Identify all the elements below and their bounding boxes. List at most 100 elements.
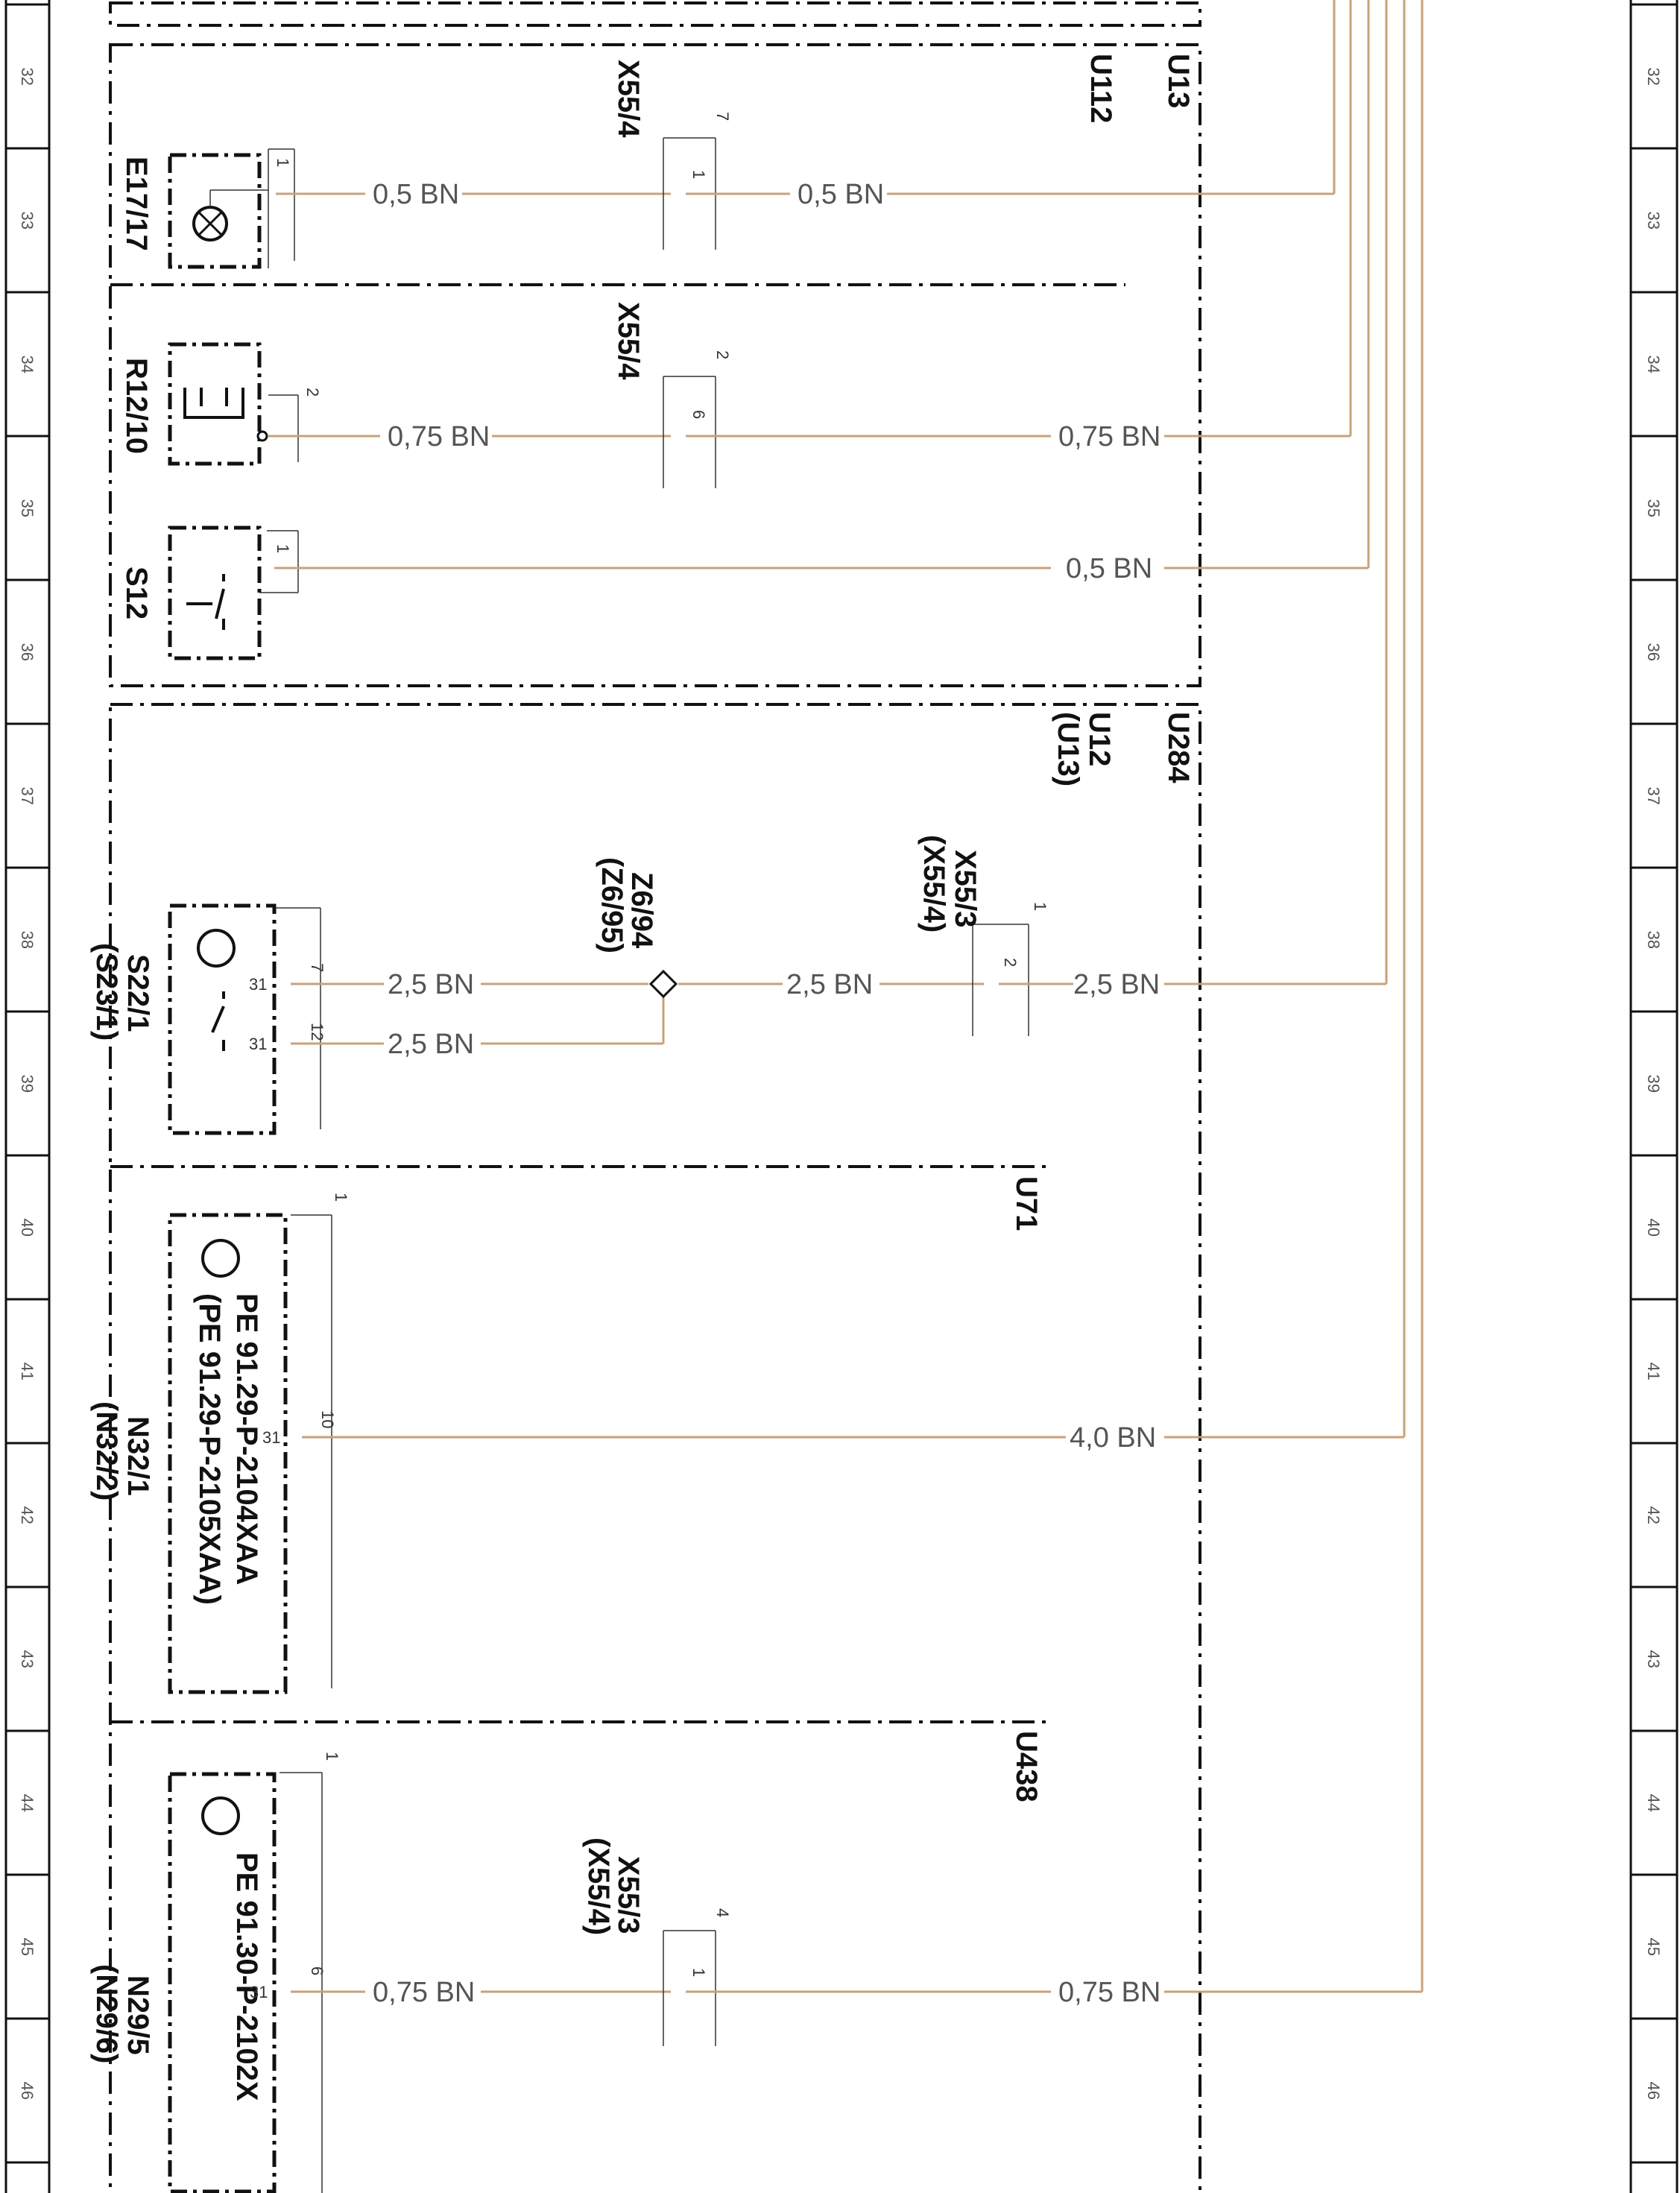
transistor-icon [201,1796,240,1835]
connector-label: (Z6/95) [596,857,628,953]
pin-label: 7 [713,112,732,121]
connector-label: (X55/4) [918,835,950,933]
pin-label: 1 [274,544,292,553]
pin-label: 12 [308,1023,326,1041]
grid-row-label: 35 [1644,499,1663,517]
grid-row-label: 46 [18,2082,37,2100]
component-label-e17: E17/17 [120,157,153,251]
grid-row-label: 32 [1644,68,1663,86]
connector-label: X55/3 [612,1856,645,1934]
group-label-u284: U284 [1162,712,1195,783]
component-label-s22: S22/1 [121,954,154,1032]
grid-row-label: 39 [1644,1075,1663,1093]
grid-row-label: 42 [18,1506,37,1524]
connector-label: X55/3 [949,850,982,928]
grid-row-label: 33 [1644,212,1663,230]
pin-label: 31 [249,975,267,994]
component-label-n29: N29/5 [121,1975,154,2055]
component-label-r12: R12/10 [120,358,153,454]
grid-row-label: 43 [1644,1650,1663,1668]
group-label-u12-alt: (U13) [1052,712,1084,786]
grid-row-label: 35 [18,499,37,517]
connector-label: (X55/4) [582,1837,615,1935]
group-label-u12: U12 [1083,712,1116,766]
pin-label: 1 [1031,902,1049,911]
wire-label: 0,75 BN [1058,1977,1160,2008]
pin-label: 7 [308,963,326,972]
grid-row-label: 37 [18,787,37,805]
component-label-s22-alt: (S23/1) [90,943,123,1041]
heater-icon [183,388,244,419]
row-n32: 4,0 BN N32/1 (N32/2) PE 91.29-P-2104XAA … [90,1193,1404,1694]
row-e17: 0,5 BN 0,5 BN E17/17 X55/4 1 7 1 [120,60,1334,269]
switch-icon [211,991,225,1051]
pin-label: 1 [332,1193,350,1202]
switch-icon [186,574,225,630]
group-label-u112: U112 [1084,54,1117,123]
grid-row-label: 41 [1644,1363,1663,1381]
pin-label: 1 [274,158,292,167]
pin-label: 31 [262,1428,280,1447]
group-label-u438: U438 [1010,1731,1043,1802]
grid-row-label: 34 [18,356,37,373]
row-s12: 0,5 BN S12 1 [120,526,1368,660]
component-label-n32-alt: (N32/2) [90,1401,123,1501]
pin-label: 31 [249,1035,267,1053]
wire-label: 2,5 BN [388,1029,474,1060]
grid-row-label: 34 [1644,356,1663,373]
reference-text: (PE 91.29-P-2105XAA) [193,1293,226,1605]
pin-label: 6 [308,1966,326,1975]
wire-label: 0,5 BN [373,179,459,210]
pin-label: 1 [689,1968,708,1977]
wire-label: 2,5 BN [786,969,873,1000]
transistor-icon [197,929,236,968]
reference-text: PE 91.30-P-2102X [230,1852,263,2101]
component-label-n32: N32/1 [121,1416,154,1496]
wire-label: 0,75 BN [373,1977,475,2008]
wire-label: 0,75 BN [388,421,490,452]
grid-row-label: 41 [18,1363,37,1381]
transistor-icon [201,1239,240,1278]
grid-row-label: 40 [1644,1219,1663,1237]
top-group-frame [109,1,1201,27]
group-label-u13: U13 [1162,54,1195,108]
n29-box [168,1772,277,2193]
grid-row-label: 36 [18,643,37,661]
pin-label: 1 [323,1752,341,1761]
grid-row-label: 43 [18,1650,37,1668]
grid-row-label: 32 [18,68,37,86]
grid-row-label: 44 [1644,1794,1663,1812]
wire-label: 2,5 BN [388,969,474,1000]
s12-box [168,526,262,660]
pin-label: 10 [318,1410,337,1428]
grid-row-label: 40 [18,1219,37,1237]
grid-dividers [6,3,1677,2164]
left-grid-rail [4,0,51,2193]
pin-label: 1 [689,170,708,179]
grid-row-label: 38 [18,931,37,949]
row-r12: 0,75 BN 0,75 BN R12/10 X55/4 2 2 6 [120,302,1351,488]
grid-row-label: 44 [18,1794,37,1812]
grid-row-label: 36 [1644,643,1663,661]
grid-row-label: 46 [1644,2082,1663,2100]
grid-row-label: 39 [18,1075,37,1093]
connector-label: X55/4 [612,60,645,138]
component-label-n29-alt: (N29/6) [90,1964,123,2063]
pin-label: 2 [713,350,732,359]
group-label-u71: U71 [1010,1176,1043,1231]
splice-icon [648,969,678,999]
row-n29: 0,75 BN 0,75 BN N29/5 (N29/6) PE 91.30-P… [90,1752,1422,2193]
row-s22: 2,5 BN 2,5 BN 2,5 BN 2,5 BN S22/1 (S23/1… [90,835,1386,1135]
connector-label: Z6/94 [625,872,658,949]
u13-group-frame [109,43,1201,687]
component-label-s12: S12 [120,567,153,619]
connector-label: X55/4 [612,302,645,380]
pin-label: 4 [713,1908,732,1917]
wire-label: 4,0 BN [1070,1422,1156,1454]
pin-label: 2 [303,388,322,397]
wire-label: 2,5 BN [1073,969,1160,1000]
pin-label: 6 [689,410,708,419]
grid-row-label: 45 [18,1938,37,1956]
